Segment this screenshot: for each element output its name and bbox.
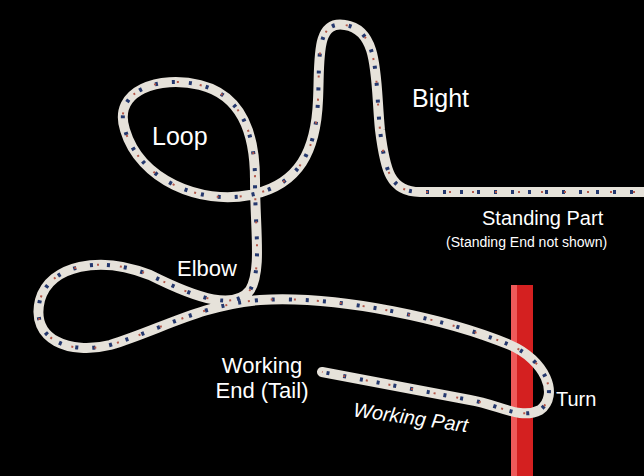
rope [38,25,644,414]
rope-pattern [38,25,644,414]
pole-highlight [511,285,517,476]
loop-label: Loop [152,122,208,151]
bight-label: Bight [412,84,469,113]
red-pole [511,285,533,476]
rope-fleck [38,25,644,414]
turn-label: Turn [556,388,596,411]
standing-part-label: Standing Part [482,207,603,230]
standing-end-note: (Standing End not shown) [446,234,607,250]
elbow-label: Elbow [177,256,237,281]
working-end-label: Working End (Tail) [206,353,318,404]
